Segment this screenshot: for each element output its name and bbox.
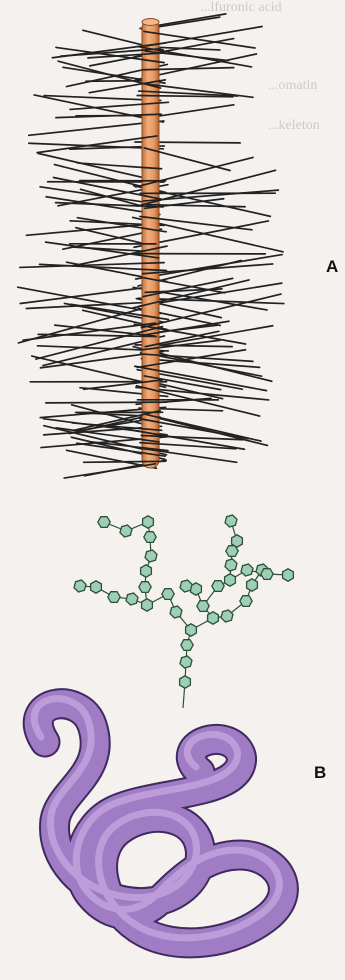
sugar-residue: [221, 610, 233, 622]
sugar-residue: [283, 569, 294, 581]
sugar-residue: [142, 599, 153, 611]
sugar-residue: [208, 612, 219, 624]
gag-chain: [64, 464, 155, 478]
sugar-residue: [145, 550, 157, 562]
sugar-residue: [144, 532, 156, 543]
sugar-residues: [74, 515, 293, 688]
sugar-residue: [197, 601, 209, 612]
sugar-residue: [225, 515, 237, 527]
gag-chain: [84, 461, 166, 462]
sugar-residue: [170, 606, 182, 618]
polypeptide-chain: [34, 699, 283, 943]
sugar-residue: [162, 589, 174, 600]
sugar-residue: [180, 580, 192, 592]
sugar-residue: [212, 581, 224, 592]
sugar-residue: [143, 516, 154, 528]
sugar-residue: [186, 624, 197, 636]
sugar-residue: [120, 525, 132, 537]
sugar-residue: [126, 593, 138, 605]
sugar-residue: [74, 580, 86, 592]
sugar-residue: [91, 581, 102, 593]
sugar-residue: [261, 569, 273, 580]
proteoglycan-panel: [18, 14, 284, 478]
sugar-residue: [181, 640, 193, 651]
sugar-residue: [240, 596, 252, 607]
gag-chain: [146, 27, 262, 47]
gag-chain: [142, 264, 272, 274]
glycoprotein-panel: [34, 515, 293, 943]
gag-chain: [23, 323, 155, 340]
sugar-residue: [108, 592, 120, 603]
sugar-residue: [247, 579, 258, 591]
panel-label-b: B: [314, 763, 326, 783]
sugar-residue: [98, 517, 110, 528]
sugar-residue: [180, 676, 191, 688]
sugar-residue: [225, 559, 237, 571]
gag-chain: [46, 402, 167, 403]
sugar-residue: [180, 656, 192, 668]
sugar-residue: [232, 535, 243, 547]
sugar-residue: [241, 564, 253, 576]
sugar-residue: [139, 582, 151, 593]
sugar-residue: [141, 565, 152, 577]
sugar-residue: [225, 574, 236, 586]
panel-label-a: A: [326, 257, 338, 277]
